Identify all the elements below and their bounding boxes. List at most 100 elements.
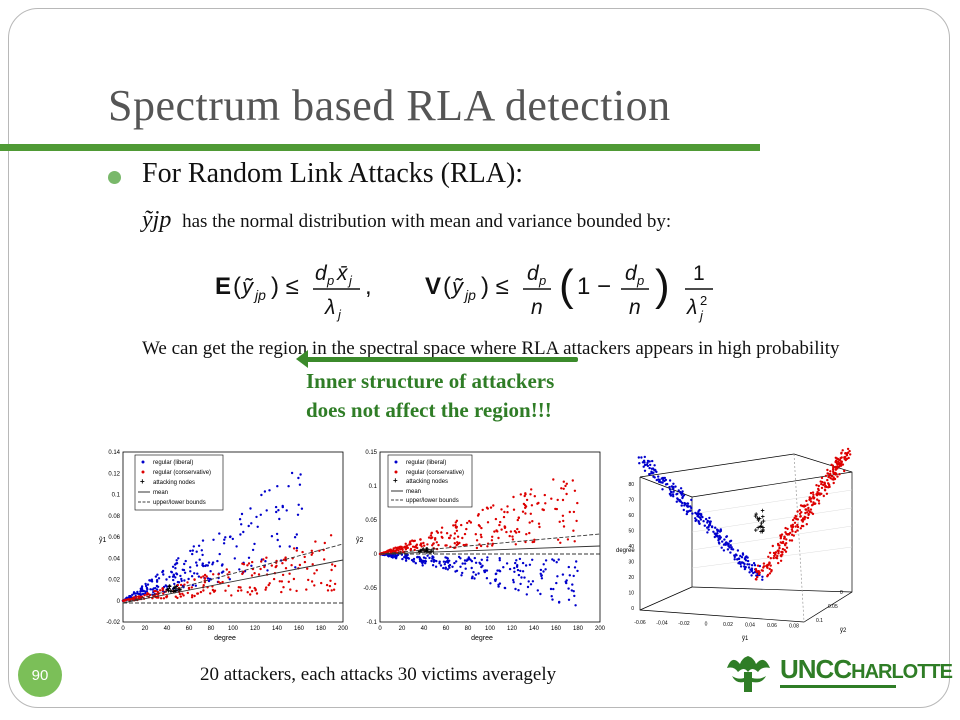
conservative-point xyxy=(498,523,501,527)
liberal-point xyxy=(642,459,646,462)
conservative-point xyxy=(267,583,270,587)
conservative-point xyxy=(257,573,261,576)
liberal-point xyxy=(706,521,709,524)
conservative-point xyxy=(500,508,503,511)
conservative-point xyxy=(838,463,841,466)
attacking-point: + xyxy=(167,586,171,593)
plot3-xlabel: ỹ1 xyxy=(742,636,749,642)
conservative-point xyxy=(287,580,290,583)
logo-underline xyxy=(780,685,896,688)
conservative-point xyxy=(817,502,821,505)
conservative-point xyxy=(247,562,251,565)
liberal-point xyxy=(155,584,159,588)
liberal-point xyxy=(531,558,534,561)
plot2-legend-bounds: upper/lower bounds xyxy=(406,498,459,504)
liberal-point xyxy=(424,557,427,560)
conservative-point xyxy=(241,572,244,576)
conservative-point xyxy=(221,580,224,584)
conservative-point xyxy=(779,559,783,562)
liberal-point xyxy=(180,579,183,583)
conservative-point xyxy=(566,538,570,541)
conservative-point xyxy=(505,530,508,534)
conservative-point xyxy=(784,526,787,530)
conservative-point xyxy=(431,544,434,547)
attacking-point: + xyxy=(759,523,763,530)
attacking-point: + xyxy=(759,524,763,531)
attacking-point: + xyxy=(761,527,765,534)
liberal-point xyxy=(741,552,745,555)
conservative-point xyxy=(486,521,490,524)
conservative-point xyxy=(523,504,527,507)
plot3-xtick: -0.06 xyxy=(634,620,646,626)
liberal-point xyxy=(486,556,489,559)
liberal-point xyxy=(680,504,683,507)
liberal-point xyxy=(748,563,751,566)
liberal-point xyxy=(255,515,258,519)
attacking-point: + xyxy=(166,588,170,595)
conservative-point xyxy=(491,544,494,547)
liberal-point xyxy=(515,565,519,568)
highlight-underline xyxy=(300,357,578,362)
liberal-point xyxy=(739,554,742,558)
liberal-point xyxy=(498,559,501,562)
liberal-point xyxy=(662,479,665,482)
liberal-point xyxy=(690,506,693,510)
liberal-point xyxy=(676,498,680,501)
liberal-point xyxy=(531,580,535,583)
conservative-point xyxy=(844,455,847,459)
liberal-point xyxy=(485,569,489,572)
svg-text:j: j xyxy=(336,307,342,322)
liberal-point xyxy=(294,566,297,569)
liberal-point xyxy=(679,500,683,503)
liberal-point xyxy=(674,485,677,488)
conservative-point xyxy=(413,539,416,542)
conservative-point xyxy=(825,485,828,489)
liberal-point xyxy=(573,594,576,598)
liberal-point xyxy=(731,548,735,551)
liberal-point xyxy=(428,556,431,560)
liberal-point xyxy=(209,570,212,573)
plot3-ytick: 0.1 xyxy=(816,618,823,624)
attacking-point: + xyxy=(756,517,760,524)
conservative-point xyxy=(815,484,818,487)
conservative-point xyxy=(761,569,764,572)
conservative-point xyxy=(565,482,568,485)
conservative-point xyxy=(840,452,843,455)
liberal-point xyxy=(551,598,554,601)
conservative-point xyxy=(389,548,392,551)
plot2-legend-conservative: regular (conservative) xyxy=(406,470,464,476)
liberal-point xyxy=(228,578,231,581)
svg-text:n: n xyxy=(531,296,543,319)
conservative-point xyxy=(179,583,183,587)
conservative-point xyxy=(465,527,468,531)
liberal-point xyxy=(195,564,199,567)
plot1-ytick: 0 xyxy=(117,599,121,605)
conservative-point xyxy=(796,510,799,513)
liberal-point xyxy=(187,577,190,581)
conservative-point xyxy=(823,483,826,486)
conservative-point xyxy=(784,550,788,553)
liberal-point xyxy=(287,485,290,488)
distribution-line: ỹjp has the normal distribution with mea… xyxy=(142,207,671,234)
liberal-point xyxy=(526,585,530,589)
conservative-point xyxy=(543,493,546,497)
conservative-point xyxy=(292,577,296,581)
liberal-point xyxy=(761,578,764,581)
liberal-point xyxy=(139,590,142,593)
conservative-point xyxy=(560,487,563,490)
conservative-point xyxy=(494,517,498,521)
conservative-point xyxy=(305,588,308,591)
liberal-point xyxy=(728,546,731,549)
conservative-point xyxy=(186,591,189,595)
conservative-point xyxy=(408,543,411,546)
plot3-cube xyxy=(639,453,853,623)
conservative-point xyxy=(836,475,839,478)
conservative-point xyxy=(790,524,793,527)
conservative-point xyxy=(315,569,318,572)
conservative-point xyxy=(183,583,186,586)
conservative-point xyxy=(193,578,196,581)
liberal-point xyxy=(664,478,668,482)
liberal-point xyxy=(682,494,686,497)
attacking-point: + xyxy=(424,547,428,554)
conservative-point xyxy=(768,551,772,554)
